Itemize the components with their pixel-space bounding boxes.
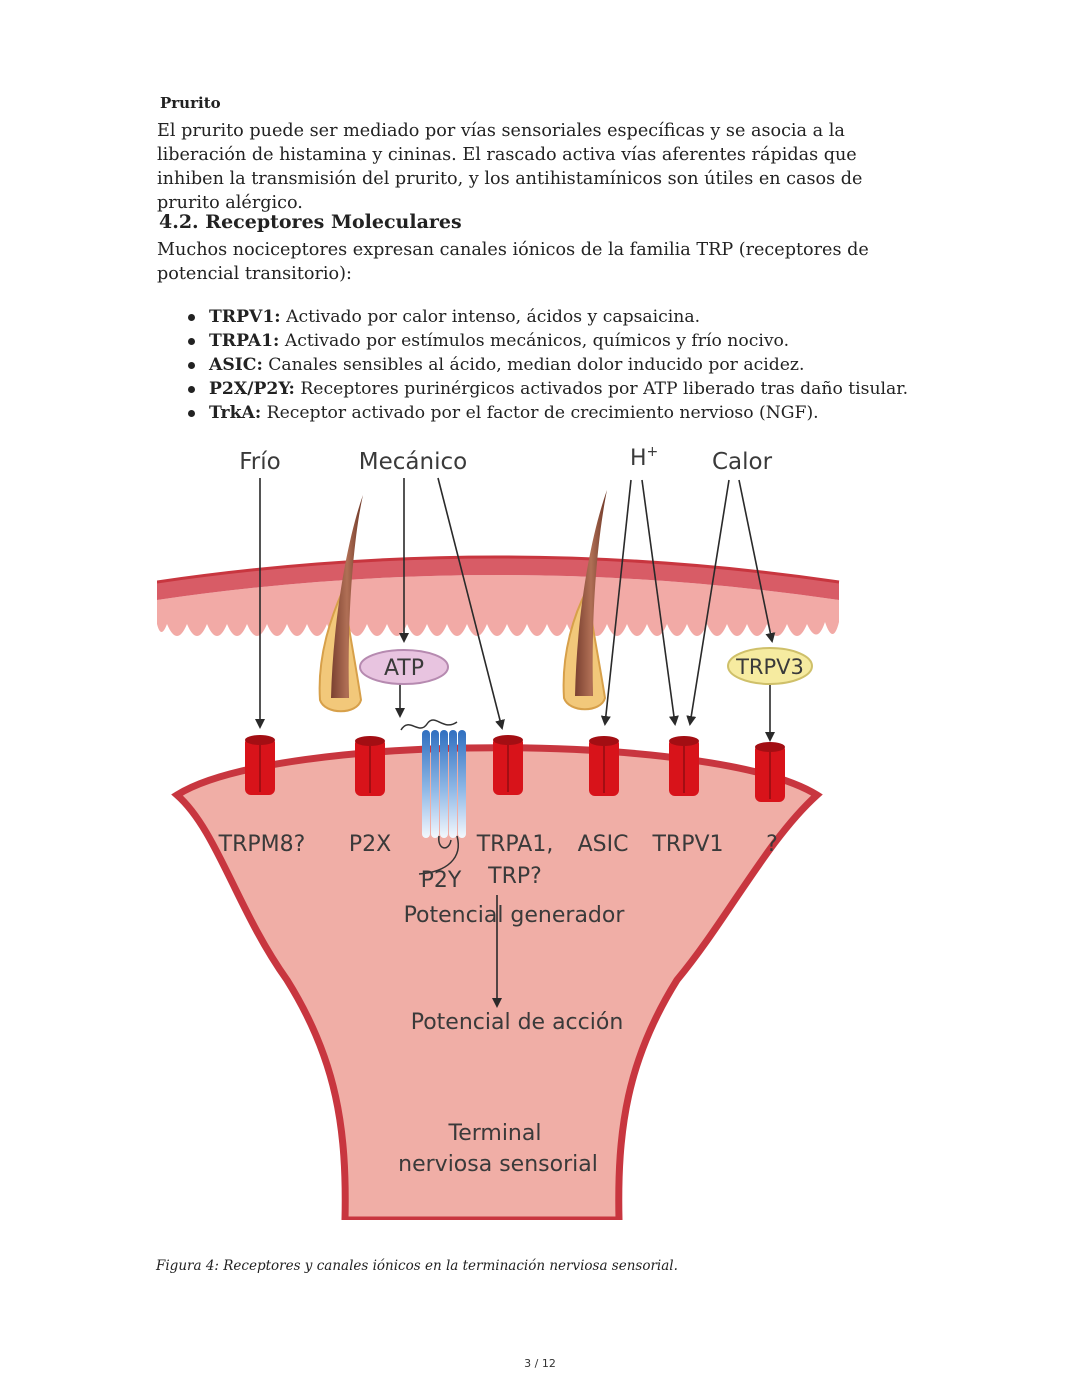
hair-follicle-right bbox=[562, 490, 607, 711]
list-item: TRPA1: Activado por estímulos mecánicos,… bbox=[188, 329, 948, 353]
list-item-term: TrkA: bbox=[209, 403, 262, 423]
list-item: TRPV1: Activado por calor intenso, ácido… bbox=[188, 305, 948, 329]
channel-trpa1 bbox=[493, 735, 523, 795]
bullet-icon bbox=[188, 362, 195, 369]
label-trpm8: TRPM8? bbox=[218, 832, 306, 857]
list-item-text: Activado por calor intenso, ácidos y cap… bbox=[280, 307, 701, 327]
skin-dermis bbox=[157, 575, 839, 636]
channel-p2x bbox=[355, 736, 385, 796]
channel-trpv1 bbox=[669, 736, 699, 796]
atp-label: ATP bbox=[384, 656, 424, 681]
list-item: TrkA: Receptor activado por el factor de… bbox=[188, 401, 948, 425]
bullet-icon bbox=[188, 314, 195, 321]
label-trpa1: TRPA1, bbox=[476, 832, 554, 857]
bullet-icon bbox=[188, 338, 195, 345]
section-intro-paragraph: Muchos nociceptores expresan canales ión… bbox=[157, 240, 869, 284]
receptor-p2y bbox=[400, 719, 466, 875]
action-potential-label: Potencial de acción bbox=[411, 1010, 624, 1035]
list-item-text: Canales sensibles al ácido, median dolor… bbox=[262, 355, 805, 375]
list-item: ASIC: Canales sensibles al ácido, median… bbox=[188, 353, 948, 377]
subsection-heading-prurito: Prurito bbox=[160, 94, 221, 112]
receptor-list: TRPV1: Activado por calor intenso, ácido… bbox=[188, 305, 948, 425]
terminal-label-line1: Terminal bbox=[448, 1121, 542, 1146]
channel-trpm8 bbox=[245, 735, 275, 795]
skin-epidermis bbox=[157, 557, 839, 600]
proton-symbol: H bbox=[630, 446, 647, 471]
stimulus-arrows bbox=[255, 477, 776, 1008]
stimulus-label-mechanical: Mecánico bbox=[359, 449, 467, 475]
channel-asic bbox=[589, 736, 619, 796]
label-p2x: P2X bbox=[349, 832, 391, 857]
skin-top-line bbox=[157, 555, 840, 584]
channel-unknown bbox=[755, 742, 785, 802]
generator-potential-label: Potencial generador bbox=[404, 903, 626, 928]
list-item-text: Receptores purinérgicos activados por AT… bbox=[294, 379, 909, 399]
terminal-label-line2: nerviosa sensorial bbox=[398, 1152, 598, 1177]
label-p2y: P2Y bbox=[421, 868, 462, 893]
proton-charge: + bbox=[647, 444, 659, 460]
stimulus-label-cold: Frío bbox=[239, 449, 280, 475]
list-item-text: Activado por estímulos mecánicos, químic… bbox=[279, 331, 790, 351]
list-item-term: TRPV1: bbox=[209, 307, 281, 327]
list-item-term: P2X/P2Y: bbox=[209, 379, 295, 399]
figure-caption: Figura 4: Receptores y canales iónicos e… bbox=[156, 1258, 678, 1274]
label-asic: ASIC bbox=[578, 832, 629, 857]
label-trp: TRP? bbox=[487, 864, 542, 889]
list-item-text: Receptor activado por el factor de creci… bbox=[261, 403, 819, 423]
stimulus-label-proton: H+ bbox=[630, 444, 658, 471]
bullet-icon bbox=[188, 386, 195, 393]
label-unknown: ? bbox=[766, 832, 778, 857]
atp-bubble bbox=[359, 649, 449, 685]
bullet-icon bbox=[188, 410, 195, 417]
page-number: 3 / 12 bbox=[524, 1357, 556, 1370]
paragraph-prurito: El prurito puede ser mediado por vías se… bbox=[157, 121, 863, 213]
label-trpv1: TRPV1 bbox=[651, 832, 723, 857]
trpv3-bubble bbox=[727, 647, 813, 685]
list-item-term: ASIC: bbox=[209, 355, 263, 375]
hair-follicle-left bbox=[318, 495, 363, 713]
list-item: P2X/P2Y: Receptores purinérgicos activad… bbox=[188, 377, 948, 401]
list-item-term: TRPA1: bbox=[209, 331, 280, 351]
stimulus-label-heat: Calor bbox=[712, 449, 773, 475]
trpv3-label: TRPV3 bbox=[735, 655, 804, 679]
section-heading: 4.2. Receptores Moleculares bbox=[159, 211, 462, 233]
receptor-diagram: Frío Mecánico H+ Calor ATP TRPV3 bbox=[157, 444, 840, 1220]
